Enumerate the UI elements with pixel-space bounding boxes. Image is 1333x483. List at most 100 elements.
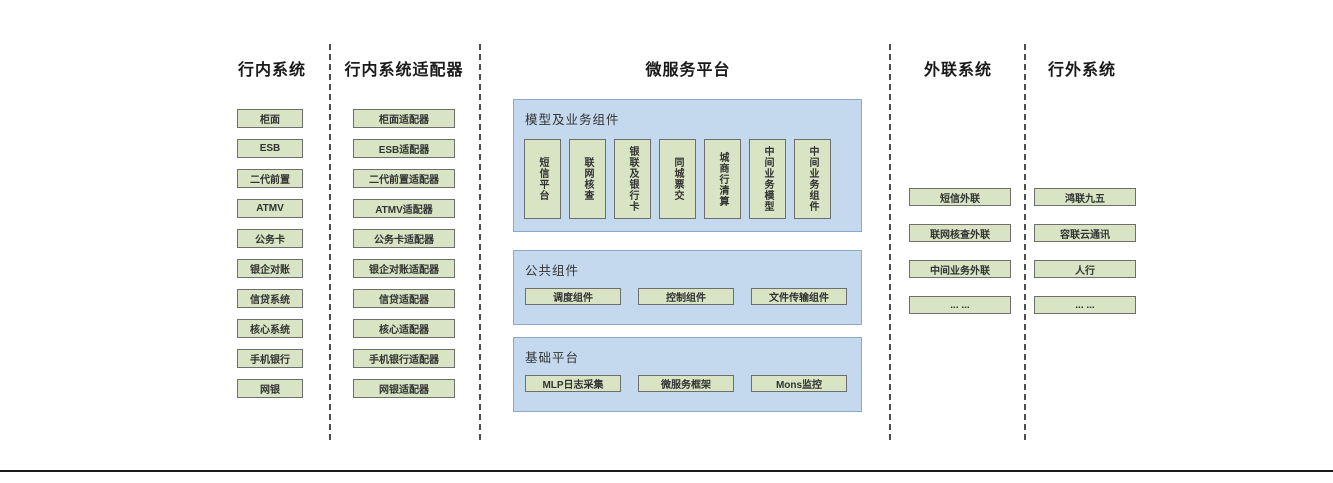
component-box: 控制组件 [638, 288, 734, 305]
panel-common-components: 公共组件 调度组件 控制组件 文件传输组件 [513, 250, 862, 325]
internal-systems-list: 柜面 ESB 二代前置 ATMV 公务卡 银企对账 信贷系统 核心系统 手机银行… [237, 109, 303, 398]
external-box: 鸿联九五 [1034, 188, 1136, 206]
system-box: 银企对账 [237, 259, 303, 278]
component-box-label: 文件传输组件 [769, 293, 829, 304]
component-box-label: 中间业务组件 [807, 146, 818, 212]
external-box-label: 人行 [1075, 265, 1095, 277]
adapter-box-label: 核心适配器 [379, 325, 429, 336]
outreach-box-label: 短信外联 [940, 193, 980, 205]
bottom-rule [0, 470, 1333, 472]
component-box-label: 同城票交 [672, 157, 683, 201]
dashed-separator [479, 44, 481, 443]
adapter-box: 核心适配器 [353, 319, 455, 338]
outreach-systems-list: 短信外联 联网核查外联 中间业务外联 ... ... [909, 188, 1011, 314]
component-box-label: 联网核查 [582, 157, 593, 201]
component-box-vertical: 中间业务组件 [794, 139, 831, 219]
common-components-row: 调度组件 控制组件 文件传输组件 [525, 288, 847, 305]
system-box-label: 信贷系统 [250, 295, 290, 306]
internal-adapters-list: 柜面适配器 ESB适配器 二代前置适配器 ATMV适配器 公务卡适配器 银企对账… [353, 109, 455, 398]
adapter-box-label: 手机银行适配器 [369, 355, 439, 366]
component-box-vertical: 短信平台 [524, 139, 561, 219]
outreach-box: 中间业务外联 [909, 260, 1011, 278]
adapter-box: ATMV适配器 [353, 199, 455, 218]
component-box-vertical: 城商行清算 [704, 139, 741, 219]
external-box-label: 鸿联九五 [1065, 193, 1105, 205]
column-title-microservice-platform: 微服务平台 [645, 62, 731, 79]
system-box-label: 银企对账 [250, 265, 290, 276]
column-title-internal-systems: 行内系统 [237, 62, 306, 79]
component-box-label: 控制组件 [666, 293, 706, 304]
base-platform-row: MLP日志采集 微服务框架 Mons监控 [525, 375, 847, 392]
system-box-label: 公务卡 [255, 235, 285, 246]
component-box: 调度组件 [525, 288, 621, 305]
component-box-vertical: 同城票交 [659, 139, 696, 219]
column-title-external-systems: 行外系统 [1047, 62, 1116, 79]
panel-label: 公共组件 [525, 264, 580, 278]
system-box: 二代前置 [237, 169, 303, 188]
adapter-box-label: 信贷适配器 [379, 295, 429, 306]
system-box: ESB [237, 139, 303, 158]
component-box-vertical: 银联及银行卡 [614, 139, 651, 219]
adapter-box: 手机银行适配器 [353, 349, 455, 368]
component-box-label: Mons监控 [775, 380, 823, 391]
panel-label: 模型及业务组件 [525, 113, 620, 127]
system-box-label: 二代前置 [250, 175, 290, 186]
system-box-label: 核心系统 [250, 325, 290, 336]
component-box: 文件传输组件 [751, 288, 847, 305]
component-box: Mons监控 [751, 375, 847, 392]
system-box: 公务卡 [237, 229, 303, 248]
system-box-label: 柜面 [260, 115, 280, 126]
outreach-box: 联网核查外联 [909, 224, 1011, 242]
dashed-separator [329, 44, 331, 443]
external-box: 容联云通讯 [1034, 224, 1136, 242]
component-box-label: 中间业务模型 [762, 146, 773, 212]
component-box-vertical: 中间业务模型 [749, 139, 786, 219]
panel-base-platform: 基础平台 MLP日志采集 微服务框架 Mons监控 [513, 337, 862, 412]
system-box-label: ESB [259, 143, 281, 154]
outreach-box-label: 联网核查外联 [930, 229, 990, 241]
dashed-separator [889, 44, 891, 443]
adapter-box-label: 柜面适配器 [379, 115, 429, 126]
adapter-box-label: 公务卡适配器 [374, 235, 434, 246]
adapter-box-label: ESB适配器 [378, 145, 430, 156]
component-box-label: MLP日志采集 [542, 380, 604, 391]
system-box-label: ATMV [256, 203, 284, 214]
adapter-box: ESB适配器 [353, 139, 455, 158]
system-box: 网银 [237, 379, 303, 398]
component-box-vertical: 联网核查 [569, 139, 606, 219]
component-box-label: 微服务框架 [661, 380, 711, 391]
adapter-box-label: 网银适配器 [379, 385, 429, 396]
system-box-label: 网银 [260, 385, 280, 396]
component-box-label: 短信平台 [537, 157, 548, 201]
system-box: 手机银行 [237, 349, 303, 368]
outreach-box: ... ... [909, 296, 1011, 314]
adapter-box: 公务卡适配器 [353, 229, 455, 248]
component-box-label: 银联及银行卡 [627, 146, 638, 212]
adapter-box: 银企对账适配器 [353, 259, 455, 278]
adapter-box-label: 二代前置适配器 [369, 175, 439, 186]
adapter-box: 网银适配器 [353, 379, 455, 398]
panel-model-business-components: 模型及业务组件 短信平台 联网核查 银联及银行卡 同城票交 城商行清算 中间业务… [513, 99, 862, 232]
column-title-internal-adapters: 行内系统适配器 [344, 62, 464, 79]
panel-label: 基础平台 [525, 351, 580, 365]
component-box-label: 城商行清算 [717, 151, 728, 207]
system-box: ATMV [237, 199, 303, 218]
component-box: 微服务框架 [638, 375, 734, 392]
external-systems-list: 鸿联九五 容联云通讯 人行 ... ... [1034, 188, 1136, 314]
adapter-box: 信贷适配器 [353, 289, 455, 308]
external-box: ... ... [1034, 296, 1136, 314]
component-box-label: 调度组件 [553, 293, 593, 304]
external-box-label: 容联云通讯 [1060, 229, 1110, 241]
system-box-label: 手机银行 [250, 355, 290, 366]
system-box: 信贷系统 [237, 289, 303, 308]
system-box: 柜面 [237, 109, 303, 128]
adapter-box: 柜面适配器 [353, 109, 455, 128]
dashed-separator [1024, 44, 1026, 443]
outreach-box-label: 中间业务外联 [930, 265, 990, 277]
external-box: 人行 [1034, 260, 1136, 278]
adapter-box: 二代前置适配器 [353, 169, 455, 188]
adapter-box-label: 银企对账适配器 [369, 265, 439, 276]
outreach-box-label: ... ... [950, 299, 970, 311]
adapter-box-label: ATMV适配器 [375, 205, 433, 216]
